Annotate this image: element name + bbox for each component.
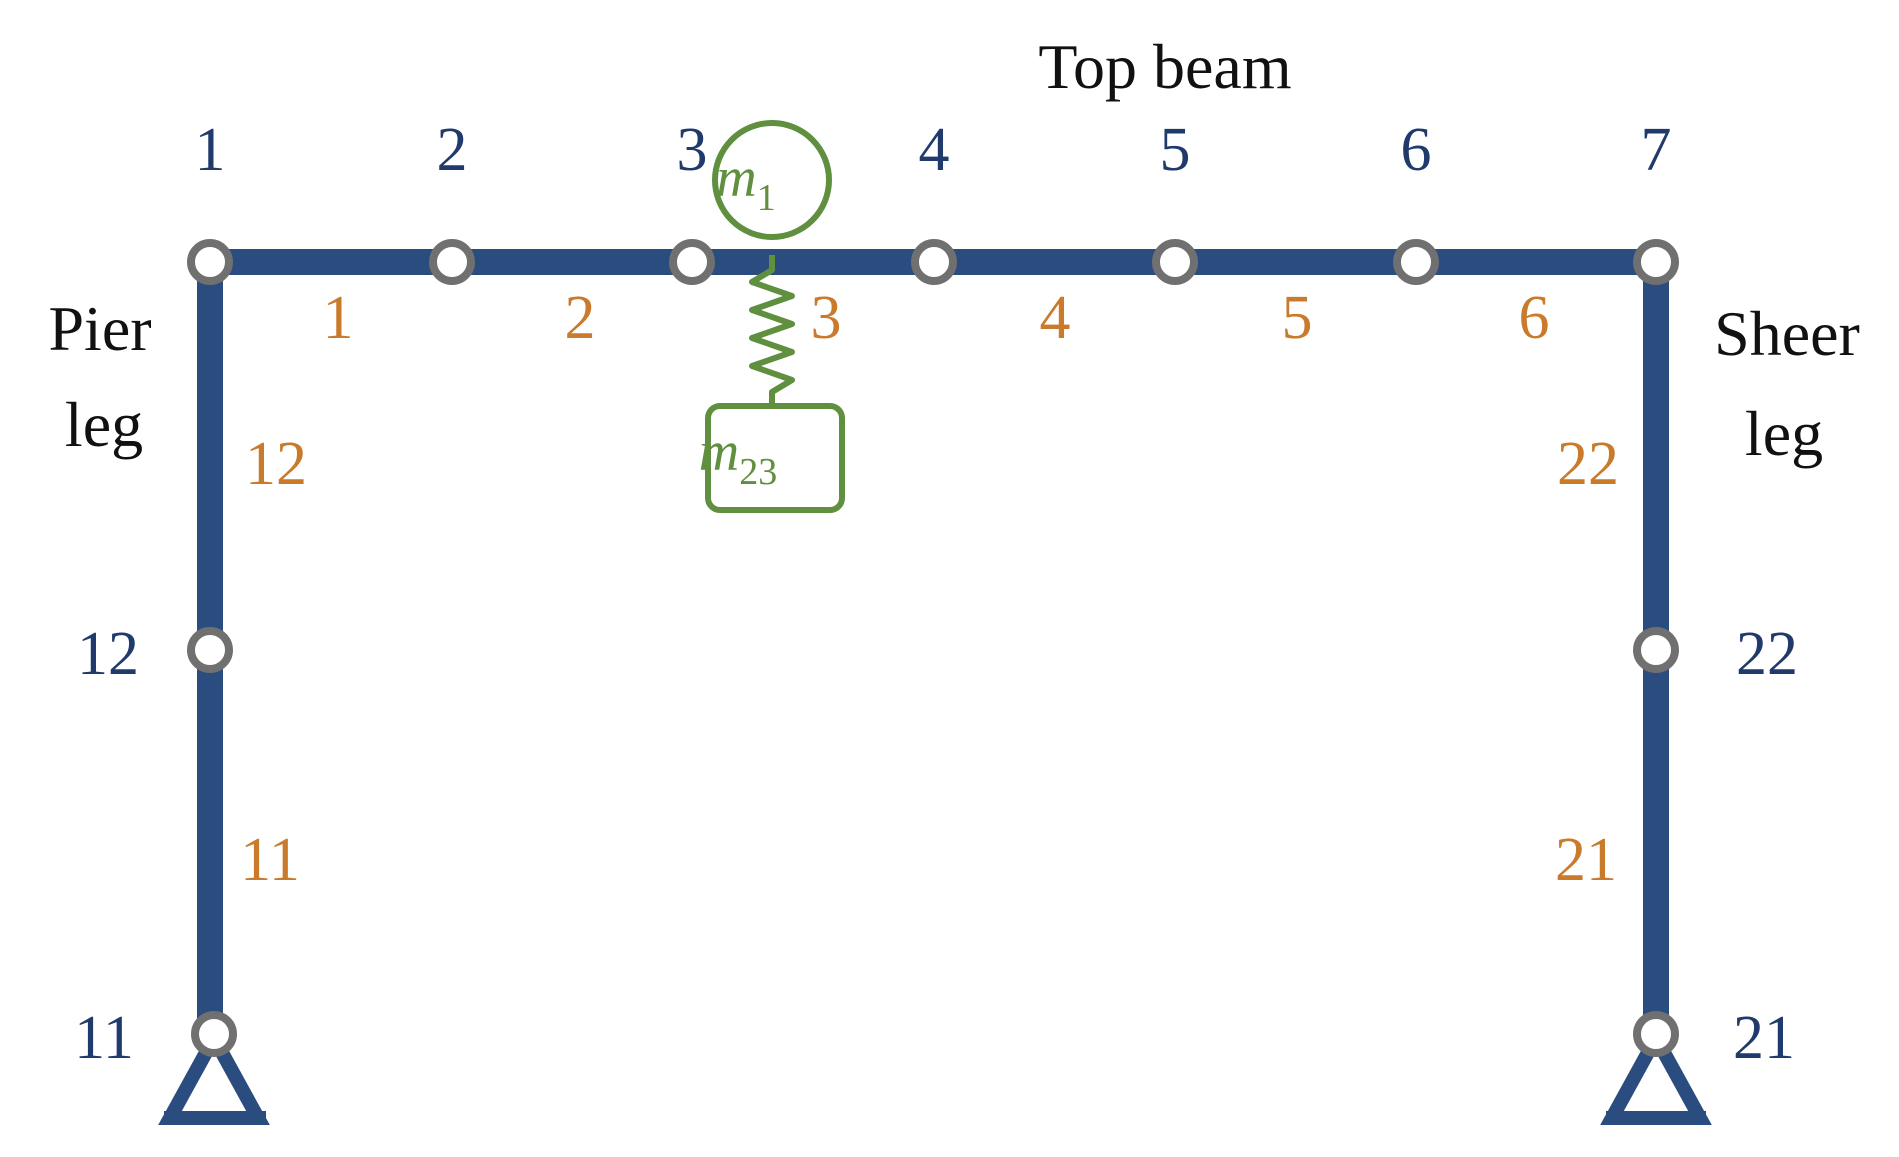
node-label-3: 3	[677, 116, 708, 184]
node-12	[187, 627, 233, 673]
pier-leg-label-line1: Pier	[48, 293, 151, 364]
element-label-21: 21	[1555, 826, 1617, 894]
sheer-support-icon	[1600, 1023, 1712, 1125]
node-22	[1633, 627, 1679, 673]
nodes	[187, 239, 1679, 1057]
node-label-21: 21	[1733, 1004, 1795, 1072]
node-7	[1633, 239, 1679, 285]
node-label-22: 22	[1736, 620, 1798, 688]
node-4	[911, 239, 957, 285]
node-label-1: 1	[195, 116, 226, 184]
node-label-4: 4	[919, 116, 950, 184]
node-label-5: 5	[1160, 116, 1191, 184]
node-label-11: 11	[74, 1004, 134, 1072]
element-label-4: 4	[1040, 284, 1071, 352]
element-label-2: 2	[565, 284, 596, 352]
element-label-12: 12	[245, 430, 307, 498]
node-11	[191, 1011, 237, 1057]
element-label-3: 3	[811, 284, 842, 352]
pier-leg-label-line2: leg	[65, 389, 143, 460]
node-label-12: 12	[77, 620, 139, 688]
element-label-6: 6	[1519, 284, 1550, 352]
top-beam-label: Top beam	[1038, 31, 1291, 102]
node-6	[1393, 239, 1439, 285]
mass-m23-icon	[705, 403, 845, 513]
node-1	[187, 239, 233, 285]
mass-spring-system: m1 m23	[699, 120, 845, 513]
node-label-2: 2	[437, 116, 468, 184]
mass-m1-label: m1	[716, 147, 775, 219]
element-label-11: 11	[240, 826, 300, 894]
spring-icon	[749, 255, 795, 404]
mass-m23-label: m23	[699, 421, 777, 493]
node-label-7: 7	[1641, 116, 1672, 184]
node-5	[1152, 239, 1198, 285]
mass-m1-icon	[712, 120, 832, 240]
node-label-6: 6	[1401, 116, 1432, 184]
element-label-22: 22	[1557, 430, 1619, 498]
node-21	[1633, 1011, 1679, 1057]
sheer-leg-label-line1: Sheer	[1714, 298, 1860, 369]
sheer-leg-label-line2: leg	[1745, 398, 1823, 469]
node-2	[429, 239, 475, 285]
element-label-1: 1	[323, 284, 354, 352]
node-3	[669, 239, 715, 285]
frame-structure	[197, 249, 1669, 1030]
pier-support-icon	[158, 1023, 270, 1125]
element-label-5: 5	[1282, 284, 1313, 352]
